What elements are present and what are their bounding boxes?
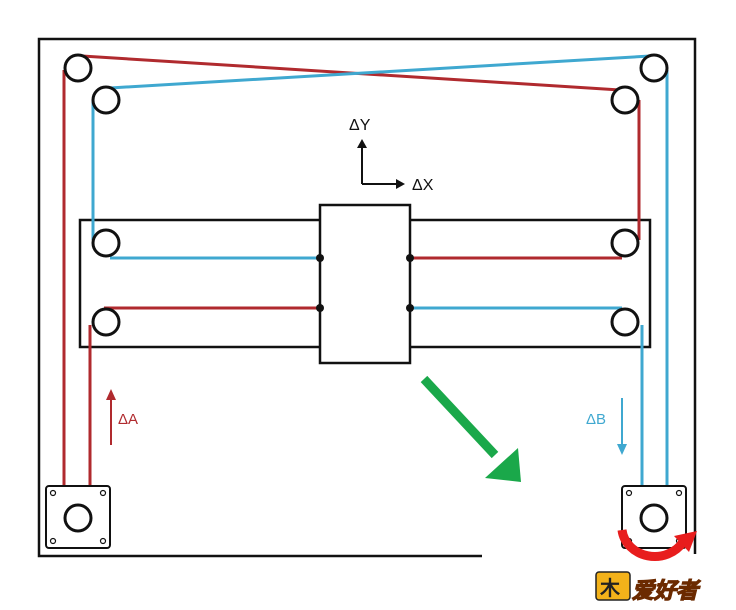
delta-a-label: ΔA [118,411,138,428]
pulley-top-right-outer [639,53,669,83]
pulley-gantry-right-bottom [610,307,640,337]
axis-x-arrowhead-icon [396,179,405,189]
motor-b [621,485,687,549]
pulley-top-left-inner [91,85,121,115]
frame-notch [482,554,702,564]
watermark-logo: 木 爱好者 [595,571,702,604]
axis-y-arrowhead-icon [357,139,367,148]
axis-arrows [361,146,398,185]
motor-a [45,485,111,549]
carriage [318,203,412,365]
delta-x-label: ΔX [412,177,434,194]
pulley-gantry-right-top [610,228,640,258]
pulley-gantry-left-top [91,228,121,258]
pulley-top-left-outer [63,53,93,83]
delta-b-label: ΔB [586,411,606,428]
belt-a [62,54,641,520]
pulley-gantry-left-bottom [91,307,121,337]
watermark-text: 爱好者 [632,578,701,603]
pulley-top-right-inner [610,85,640,115]
belt-clamps [316,254,414,312]
clockwise-rotation-arrow-icon [617,529,697,561]
pulleys [63,53,669,337]
green-diagonal-arrow-icon [420,375,521,482]
delta-y-label: ΔY [349,117,371,134]
delta-a-arrowhead-icon [106,389,116,400]
delta-b-arrowhead-icon [617,444,627,455]
svg-text:木: 木 [599,576,621,600]
